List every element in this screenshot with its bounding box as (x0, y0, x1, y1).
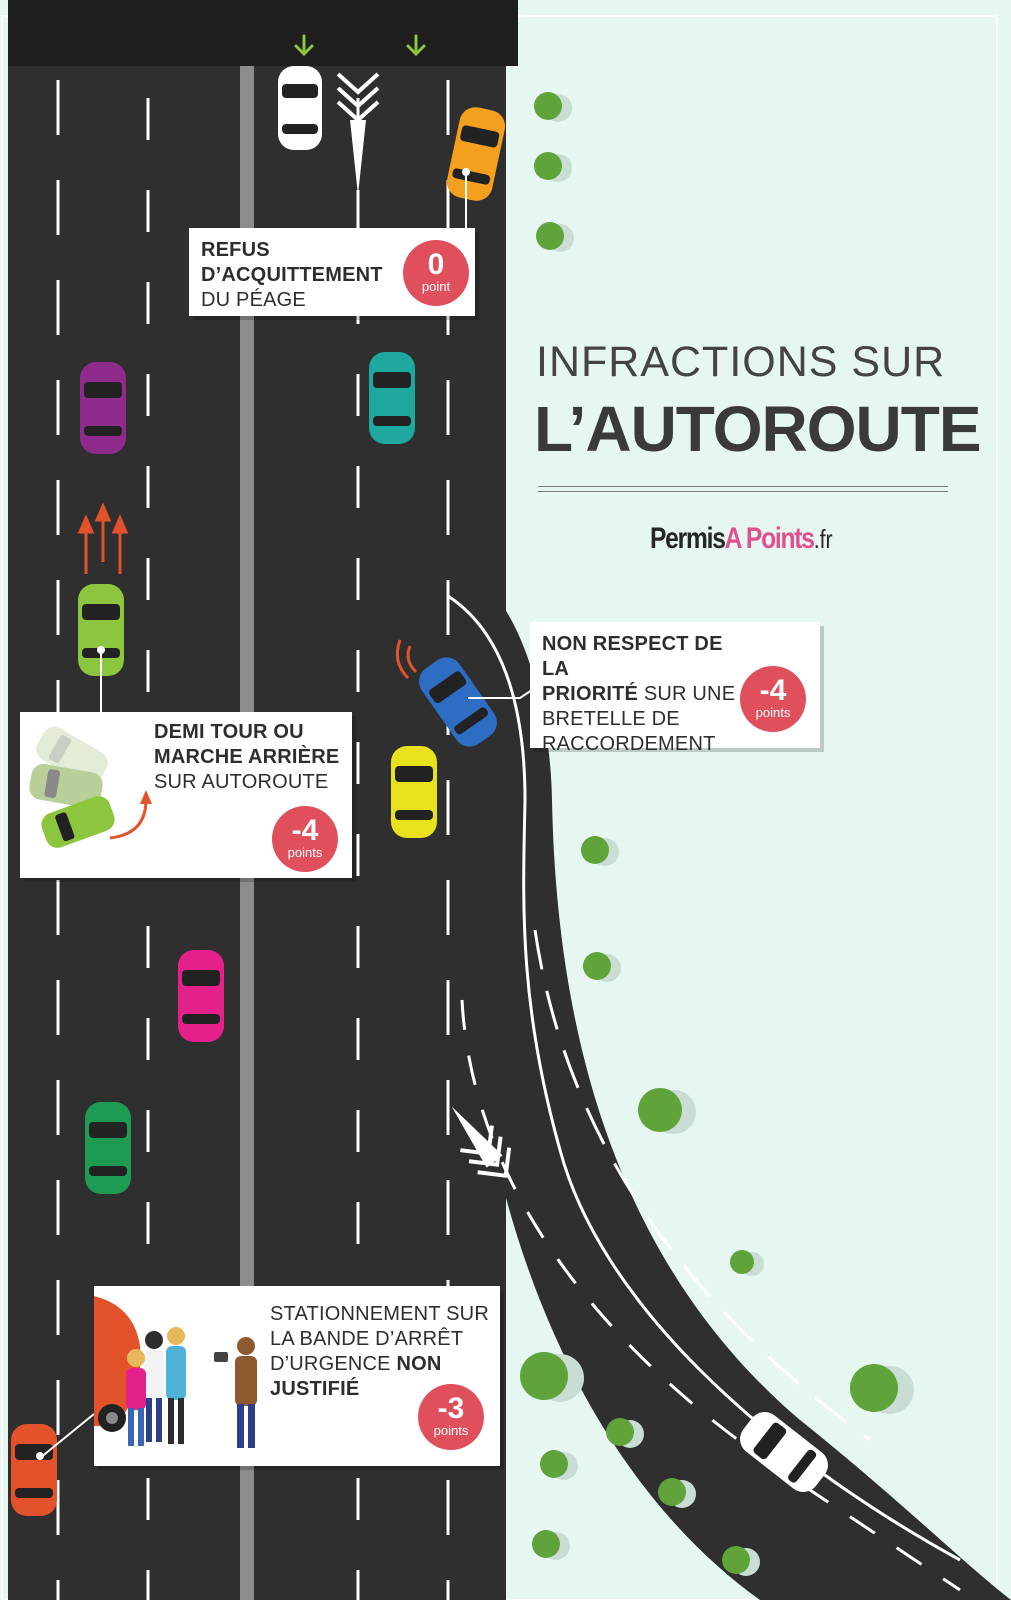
infraction-text: REFUS D’ACQUITTEMENT DU PÉAGE (201, 238, 401, 313)
infraction-text-line: NON RESPECT DE LA (542, 632, 747, 682)
car-purple (80, 362, 126, 454)
points-unit: points (287, 845, 323, 860)
infraction-text-line: D’ACQUITTEMENT (201, 263, 401, 288)
connector-dot-toll (462, 168, 470, 176)
infraction-text-line: LA BANDE D’ARRÊT (270, 1327, 498, 1352)
infraction-text-regular: LA BANDE D’ARRÊT (270, 1328, 464, 1350)
infraction-text-line: STATIONNEMENT SUR (270, 1302, 498, 1327)
infraction-text-line: RACCORDEMENT (542, 732, 747, 757)
infraction-text-bold: REFUS (201, 239, 270, 261)
car-yellow (391, 746, 437, 838)
infraction-text-bold: NON (396, 1353, 442, 1375)
points-unit: points (433, 1423, 469, 1438)
car-lime (78, 584, 124, 676)
points-value: -4 (759, 674, 787, 707)
points-badge: -4 points (272, 806, 338, 872)
warning-signal-icon (395, 639, 418, 680)
infraction-text: DEMI TOUR OU MARCHE ARRIÈRE SUR AUTOROUTE (154, 720, 349, 795)
infraction-text-regular: DU PÉAGE (201, 289, 306, 311)
infraction-text-line: MARCHE ARRIÈRE (154, 745, 349, 770)
car-white-top (278, 66, 322, 150)
points-unit: points (755, 705, 791, 720)
exit-ramp (440, 590, 1011, 1600)
car-blue (419, 657, 497, 747)
infraction-text-line: DEMI TOUR OU (154, 720, 349, 745)
infraction-text-regular: SUR UNE (638, 683, 736, 705)
ramp-arrow-icon (451, 1106, 512, 1178)
infraction-text-regular: BRETELLE DE (542, 708, 680, 730)
ramp-edge-line (447, 594, 961, 1562)
infraction-text-bold: PRIORITÉ (542, 683, 639, 705)
logo-part-2: A Points (724, 522, 815, 555)
people-figures-icon (94, 1296, 257, 1448)
logo-part-3: .fr (813, 524, 833, 554)
ramp-dash-line (460, 999, 961, 1592)
title-divider (538, 486, 948, 492)
logo-part-1: Permis (650, 522, 726, 555)
reversing-cars-illustration (29, 726, 152, 848)
infraction-text-line: PRIORITÉ SUR UNE (542, 682, 747, 707)
chevron-arrow-icon (336, 72, 380, 195)
car-magenta (178, 950, 224, 1042)
infraction-text-bold: D’ACQUITTEMENT (201, 264, 383, 286)
car-green (85, 1102, 131, 1194)
infraction-text-regular: RACCORDEMENT (542, 733, 716, 755)
green-down-arrow-icon (294, 34, 426, 57)
infraction-card-toll: REFUS D’ACQUITTEMENT DU PÉAGE 0 point (189, 228, 475, 316)
infraction-text-bold: NON RESPECT DE LA (542, 633, 723, 680)
infraction-text-regular: D’URGENCE (270, 1353, 397, 1375)
points-badge: -4 points (740, 666, 806, 732)
orange-up-arrow-icon (77, 502, 129, 574)
points-value: -4 (291, 814, 319, 847)
points-badge: -3 points (418, 1384, 484, 1450)
car-red-shoulder (11, 1424, 57, 1516)
infraction-text-regular: SUR AUTOROUTE (154, 771, 329, 793)
car-orange-top (446, 107, 506, 201)
title-line-1: INFRACTIONS SUR (536, 338, 946, 386)
title-line-2: L’AUTOROUTE (534, 393, 982, 465)
brand-logo: PermisA Points.fr (650, 522, 833, 556)
points-value: -3 (437, 1392, 465, 1425)
connector-red (39, 1413, 95, 1459)
infraction-text-bold: DEMI TOUR OU (154, 721, 304, 743)
connector-blue (468, 689, 533, 699)
infraction-text-line: D’URGENCE NON (270, 1352, 498, 1377)
car-white-ramp (740, 1412, 828, 1492)
infraction-text-line: DU PÉAGE (201, 288, 401, 313)
car-teal (369, 352, 415, 444)
points-value: 0 (427, 248, 445, 281)
infraction-text-regular: STATIONNEMENT SUR (270, 1303, 489, 1325)
infraction-text-line: REFUS (201, 238, 401, 263)
points-unit: point (421, 279, 451, 294)
infraction-text-line: JUSTIFIÉ (270, 1377, 498, 1402)
ramp-inner-edge (533, 929, 871, 1442)
infraction-text-line: SUR AUTOROUTE (154, 770, 349, 795)
points-badge: 0 point (403, 240, 469, 306)
infraction-text-bold: MARCHE ARRIÈRE (154, 746, 340, 768)
toll-barrier (8, 0, 518, 66)
infraction-text-bold: JUSTIFIÉ (270, 1378, 360, 1400)
trees (520, 92, 914, 1576)
infraction-text-line: BRETELLE DE (542, 707, 747, 732)
reverse-arrow-icon (109, 799, 148, 840)
